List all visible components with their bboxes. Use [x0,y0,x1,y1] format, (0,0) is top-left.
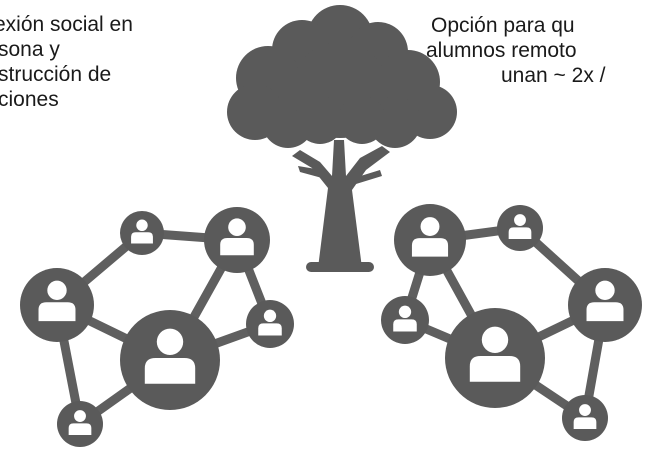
social-network-icon [20,207,294,447]
right-caption: Opción para qu alumnos remoto unan ~ 2x … [426,13,656,88]
right-caption-line: alumnos remoto [426,39,577,62]
left-caption-line: ciones [0,88,59,111]
left-caption-line: sona y [0,38,60,61]
left-caption: exión social en sona y strucción de cion… [0,12,133,112]
left-caption-line: exión social en [0,13,133,36]
tree-icon [227,5,457,272]
right-caption-line: unan ~ 2x / [501,64,606,87]
right-caption-line: Opción para qu [431,14,575,37]
left-caption-line: strucción de [0,63,112,86]
